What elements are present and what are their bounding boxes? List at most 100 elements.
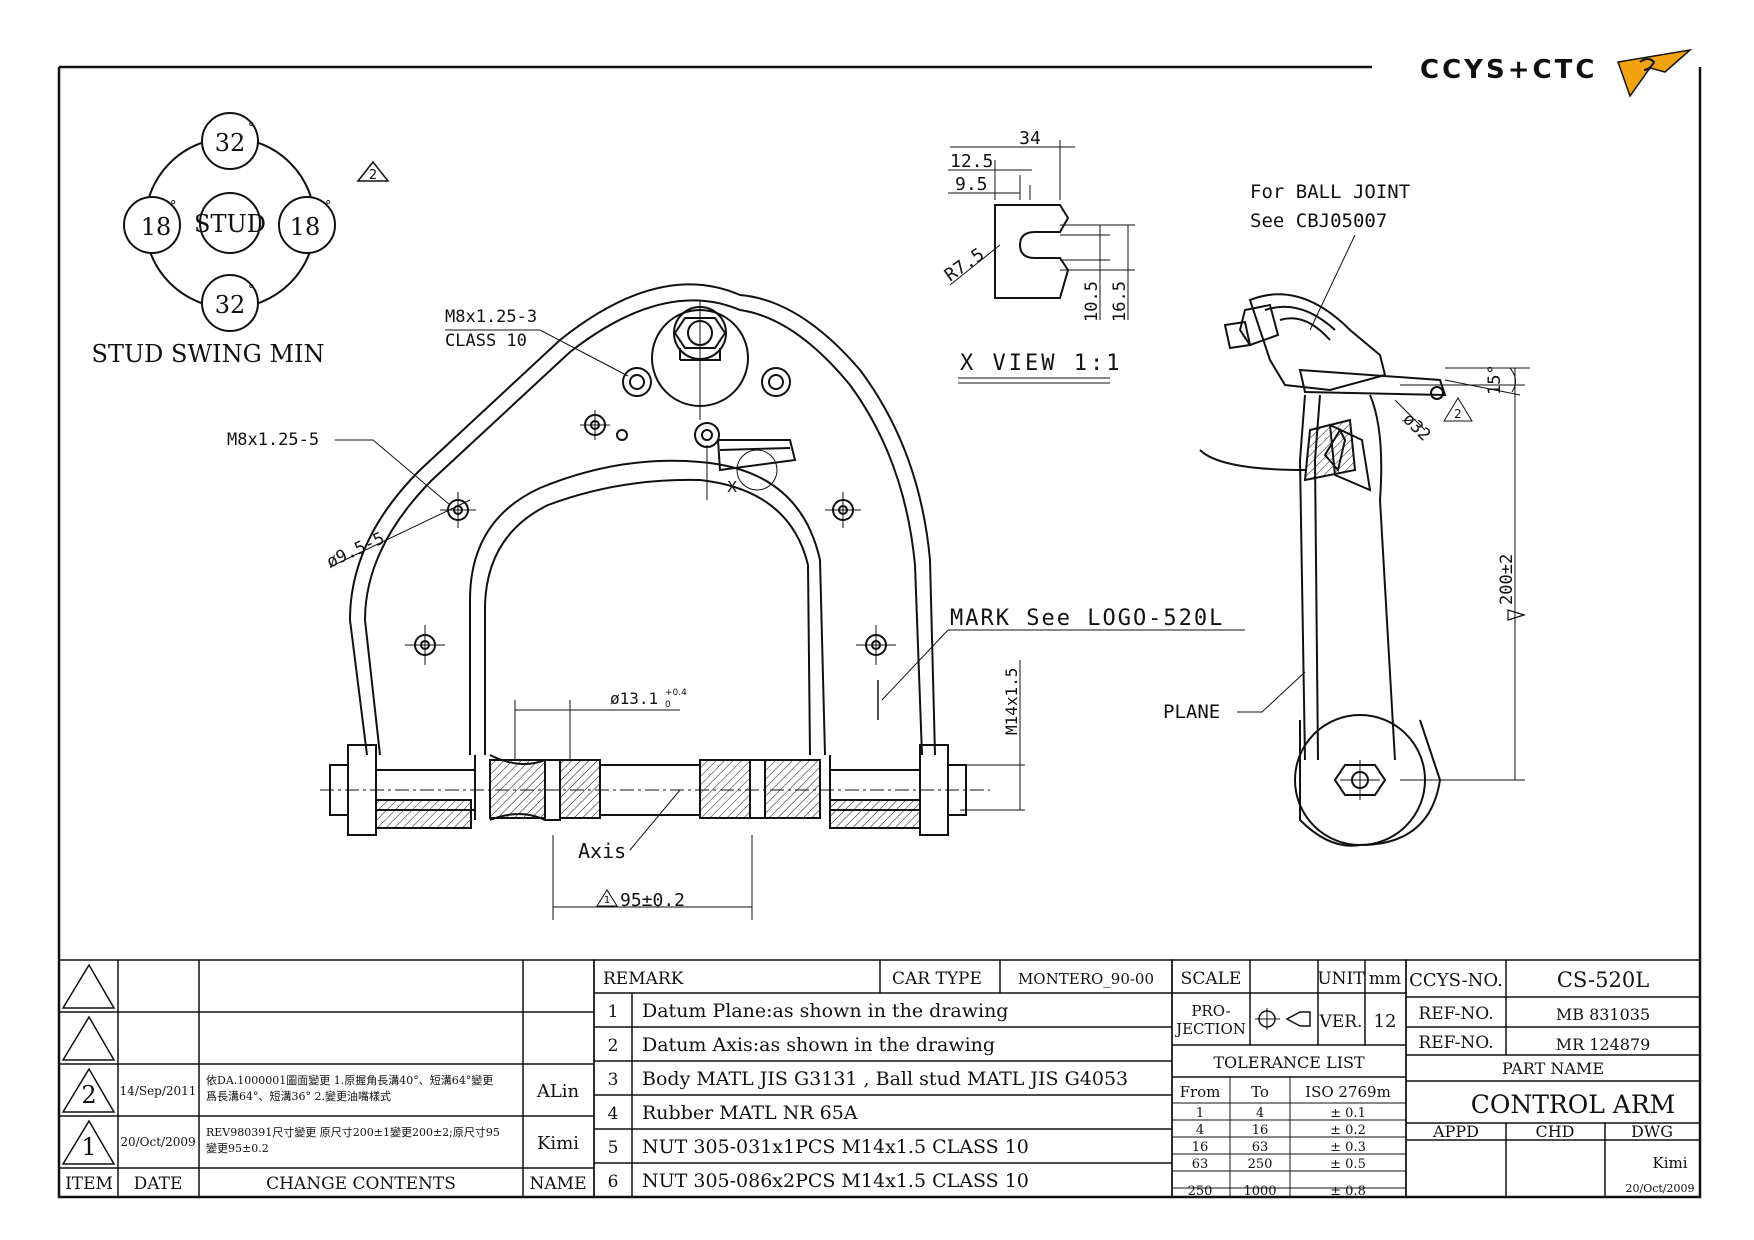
tol-value: ± 0.8 <box>1330 1184 1366 1199</box>
degree-mark: ° <box>248 283 255 298</box>
swing-center-label: STUD <box>194 210 266 238</box>
projection-label: JECTION <box>1174 1020 1246 1038</box>
control-arm-front-view: X <box>320 283 990 836</box>
car-type-label: CAR TYPE <box>892 969 982 989</box>
remark-text: NUT 305-086x2PCS M14x1.5 CLASS 10 <box>642 1170 1029 1192</box>
callout-for-ball-joint: For BALL JOINT <box>1250 181 1410 203</box>
tol-from: 16 <box>1192 1140 1209 1155</box>
remark-no: 4 <box>608 1104 619 1124</box>
swing-bottom-value: 32 <box>215 291 246 319</box>
rev-contents: REV980391尺寸變更 原尺寸200±1變更200±2;原尺寸95 <box>206 1125 500 1139</box>
xview-dim-95: 9.5 <box>955 174 988 195</box>
control-arm-side-view <box>1199 293 1447 847</box>
ref-no-value: MB 831035 <box>1556 1005 1650 1024</box>
rev-contents: 爲長溝64°、短溝36° 2.變更油嘴樣式 <box>206 1089 391 1103</box>
xview-dim-125: 12.5 <box>950 151 993 172</box>
projection-symbol-icon <box>1255 1008 1311 1030</box>
logo-emblem-icon <box>1616 48 1693 98</box>
header-name: NAME <box>530 1174 587 1194</box>
xview-dim-r75: R7.5 <box>941 244 989 286</box>
tol-from: 63 <box>1192 1157 1209 1172</box>
remark-table: REMARK CAR TYPE MONTERO_90-00 1 2 3 4 5 … <box>593 959 1173 1198</box>
tol-to: 63 <box>1252 1140 1269 1155</box>
ver-value: 12 <box>1374 1011 1397 1032</box>
scale-label: SCALE <box>1181 969 1242 989</box>
callout-angle-15: 15° <box>1485 364 1505 395</box>
dim-95: 95±0.2 <box>620 890 685 911</box>
header-date: DATE <box>134 1174 183 1194</box>
dia131-tol-upper: +0.4 <box>665 688 687 698</box>
tol-value: ± 0.3 <box>1330 1140 1366 1155</box>
callout-m14: M14x1.5 <box>1002 668 1021 735</box>
remark-no: 6 <box>608 1172 619 1192</box>
ver-label: VER. <box>1319 1012 1363 1032</box>
tol-from: 1 <box>1196 1106 1204 1121</box>
remark-text: Datum Plane:as shown in the drawing <box>642 1000 1008 1022</box>
car-type-value: MONTERO_90-00 <box>1018 970 1154 988</box>
ccys-no-value: CS-520L <box>1557 968 1649 992</box>
ref-no-value: MR 124879 <box>1556 1035 1651 1054</box>
tol-value: ± 0.5 <box>1330 1157 1366 1172</box>
brand-logo: CCYS+CTC <box>1420 48 1693 98</box>
projection-label: PRO- <box>1191 1002 1230 1020</box>
callout-plane: PLANE <box>1163 701 1220 723</box>
rev-mark-1: 1 <box>81 1133 96 1161</box>
remark-header: REMARK <box>603 969 684 989</box>
title-block: CCYS-NO. CS-520L REF-NO. MB 831035 REF-N… <box>1405 959 1701 1198</box>
stud-swing-diagram: 32 32 18 18 STUD ° ° ° ° STUD SWING MIN … <box>92 112 390 368</box>
swing-right-value: 18 <box>290 213 321 241</box>
ref-no-label: REF-NO. <box>1418 1033 1493 1053</box>
xview-title: X VIEW 1:1 <box>960 351 1122 376</box>
header-change-contents: CHANGE CONTENTS <box>266 1174 456 1194</box>
rev-name: ALin <box>536 1081 580 1102</box>
xview-dim-105: 10.5 <box>1082 281 1102 322</box>
header-item: ITEM <box>65 1174 113 1194</box>
scale-tolerance-block: SCALE UNIT mm PRO- JECTION VER. 12 TOLER… <box>1171 959 1407 1199</box>
ccys-no-label: CCYS-NO. <box>1409 970 1503 991</box>
callout-dia131: ø13.1 <box>610 689 658 708</box>
rev-name: Kimi <box>537 1133 579 1154</box>
ref-no-label: REF-NO. <box>1418 1004 1493 1024</box>
xview-dim-34: 34 <box>1019 128 1041 149</box>
rev-date: 20/Oct/2009 <box>120 1135 195 1149</box>
xview-dim-165: 16.5 <box>1110 281 1130 322</box>
remark-text: Rubber MATL NR 65A <box>642 1102 858 1124</box>
remark-text: Datum Axis:as shown in the drawing <box>642 1034 995 1056</box>
side-view-dimensions: For BALL JOINT See CBJ05007 15° 2 ø32 20… <box>1163 181 1530 781</box>
remark-no: 3 <box>608 1070 619 1090</box>
swing-top-value: 32 <box>215 129 246 157</box>
part-name: CONTROL ARM <box>1471 1090 1676 1119</box>
tol-value: ± 0.2 <box>1330 1123 1366 1138</box>
part-name-label: PART NAME <box>1502 1059 1604 1078</box>
remark-text: NUT 305-031x1PCS M14x1.5 CLASS 10 <box>642 1136 1029 1158</box>
callout-see-cbj: See CBJ05007 <box>1250 210 1387 232</box>
remark-no: 5 <box>608 1138 619 1158</box>
dim-200: 200±2 <box>1497 554 1517 605</box>
callout-m8-5: M8x1.25-5 <box>227 430 319 450</box>
dim95-rev-marker: 1 <box>604 895 610 906</box>
x-view-detail: 34 12.5 9.5 R7.5 10.5 16.5 X VIEW 1:1 <box>941 128 1135 384</box>
unit-value: mm <box>1369 969 1401 989</box>
callout-class10: CLASS 10 <box>445 331 527 351</box>
tol-to: 4 <box>1256 1106 1264 1121</box>
remark-no: 2 <box>608 1036 619 1056</box>
rev-mark-2: 2 <box>81 1081 96 1109</box>
callout-m8-3: M8x1.25-3 <box>445 307 537 327</box>
remark-text: Body MATL JIS G3131 , Ball stud MATL JIS… <box>642 1068 1128 1090</box>
dia131-tol-lower: 0 <box>665 700 671 710</box>
x-marker: X <box>727 478 737 496</box>
logo-text: CCYS+CTC <box>1420 55 1597 85</box>
rev-contents: 變更95±0.2 <box>206 1141 269 1155</box>
tolerance-title: TOLERANCE LIST <box>1213 1053 1365 1072</box>
tol-header-to: To <box>1251 1083 1269 1101</box>
tol-value: ± 0.1 <box>1330 1106 1366 1121</box>
tol-header-std: ISO 2769m <box>1305 1083 1391 1101</box>
tol-to: 1000 <box>1243 1184 1276 1199</box>
degree-mark: ° <box>325 199 332 214</box>
revision-triangle-icon <box>356 160 390 182</box>
tol-to: 250 <box>1248 1157 1273 1172</box>
stud-swing-caption: STUD SWING MIN <box>92 340 325 368</box>
tol-to: 16 <box>1252 1123 1269 1138</box>
revision-table: 2 1 14/Sep/2011 20/Oct/2009 依DA.1000001圖… <box>58 959 595 1198</box>
